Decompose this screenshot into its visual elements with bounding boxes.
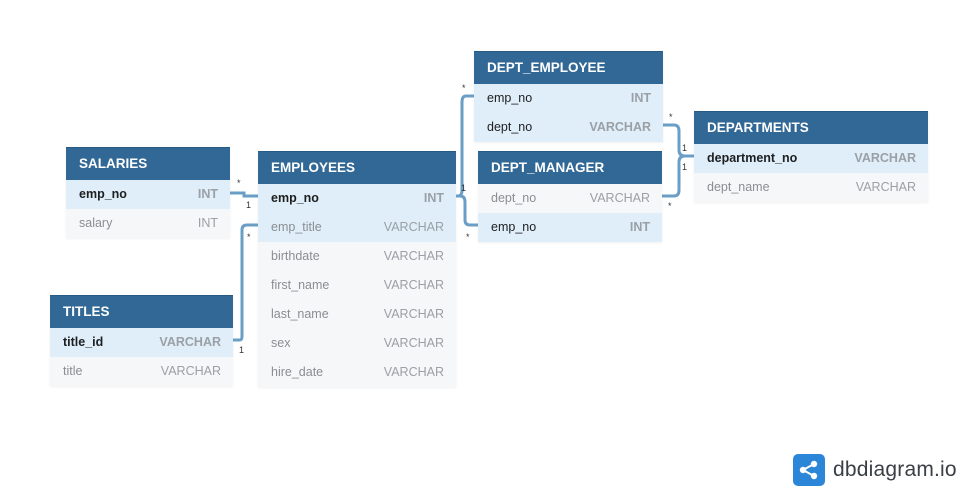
table-departments[interactable]: DEPARTMENTS department_no VARCHAR dept_n…	[694, 111, 928, 202]
table-header[interactable]: DEPT_MANAGER	[478, 151, 662, 184]
table-dept-manager[interactable]: DEPT_MANAGER dept_no VARCHAR emp_no INT	[478, 151, 662, 242]
field-name: birthdate	[271, 249, 320, 263]
card-one: 1	[682, 162, 687, 172]
card-many: *	[247, 232, 251, 242]
link-deptemployee-departments	[663, 123, 694, 158]
field-name: title_id	[63, 335, 104, 349]
field-name: emp_title	[271, 220, 322, 234]
field-name: dept_name	[707, 180, 770, 194]
table-employees[interactable]: EMPLOYEES emp_no INT emp_title VARCHAR b…	[258, 151, 456, 387]
field-name: emp_no	[79, 187, 127, 201]
field-name: sex	[271, 336, 291, 350]
field-type: INT	[197, 187, 218, 201]
table-header[interactable]: TITLES	[50, 295, 233, 328]
link-deptmanager-employees	[456, 194, 478, 227]
field-name: first_name	[271, 278, 330, 292]
table-titles[interactable]: TITLES title_id VARCHAR title VARCHAR	[50, 295, 233, 386]
field-row[interactable]: dept_no VARCHAR	[474, 113, 663, 142]
field-type: VARCHAR	[159, 335, 221, 349]
field-type: VARCHAR	[383, 336, 444, 350]
card-many: *	[462, 83, 466, 93]
field-type: VARCHAR	[383, 307, 444, 321]
field-name: emp_no	[491, 220, 537, 234]
field-row[interactable]: birthdate VARCHAR	[258, 242, 456, 271]
card-one: 1	[246, 200, 251, 210]
card-one: 1	[682, 143, 687, 153]
field-row[interactable]: emp_title VARCHAR	[258, 213, 456, 242]
card-one: 1	[461, 183, 466, 193]
field-row[interactable]: emp_no INT	[258, 184, 456, 213]
field-type: VARCHAR	[383, 249, 444, 263]
field-row[interactable]: last_name VARCHAR	[258, 300, 456, 329]
field-type: VARCHAR	[383, 220, 444, 234]
link-titles-employees	[233, 223, 258, 342]
field-type: VARCHAR	[589, 191, 650, 205]
brand-name: dbdiagram.io	[833, 458, 957, 481]
field-name: hire_date	[271, 365, 324, 379]
table-header[interactable]: EMPLOYEES	[258, 151, 456, 184]
field-row[interactable]: emp_no INT	[478, 213, 662, 242]
field-type: VARCHAR	[855, 180, 916, 194]
field-name: emp_no	[487, 91, 533, 105]
field-row[interactable]: dept_name VARCHAR	[694, 173, 928, 202]
field-type: INT	[423, 191, 444, 205]
field-row[interactable]: emp_no INT	[474, 84, 663, 113]
field-type: INT	[630, 91, 651, 105]
field-row[interactable]: department_no VARCHAR	[694, 144, 928, 173]
table-dept-employee[interactable]: DEPT_EMPLOYEE emp_no INT dept_no VARCHAR	[474, 51, 663, 142]
brand-logo[interactable]: dbdiagram.io	[793, 454, 957, 486]
field-row[interactable]: salary INT	[66, 209, 230, 238]
field-row[interactable]: title_id VARCHAR	[50, 328, 233, 357]
field-type: VARCHAR	[854, 151, 916, 165]
field-type: INT	[629, 220, 650, 234]
field-name: department_no	[707, 151, 798, 165]
card-one: 1	[239, 345, 244, 355]
card-many: *	[669, 112, 673, 122]
field-type: VARCHAR	[160, 364, 221, 378]
table-header[interactable]: DEPARTMENTS	[694, 111, 928, 144]
field-type: INT	[197, 216, 218, 230]
field-name: emp_no	[271, 191, 319, 205]
field-type: VARCHAR	[589, 120, 651, 134]
link-deptmanager-departments	[662, 154, 694, 198]
card-many: *	[237, 178, 241, 188]
field-name: salary	[79, 216, 113, 230]
field-row[interactable]: first_name VARCHAR	[258, 271, 456, 300]
table-header[interactable]: SALARIES	[66, 147, 230, 180]
field-row[interactable]: sex VARCHAR	[258, 329, 456, 358]
field-row[interactable]: dept_no VARCHAR	[478, 184, 662, 213]
share-nodes-icon	[793, 454, 825, 486]
field-type: VARCHAR	[383, 365, 444, 379]
table-header[interactable]: DEPT_EMPLOYEE	[474, 51, 663, 84]
field-type: VARCHAR	[383, 278, 444, 292]
card-many: *	[668, 201, 672, 211]
link-salaries-employees	[230, 191, 258, 198]
field-name: title	[63, 364, 83, 378]
field-name: dept_no	[491, 191, 537, 205]
field-name: last_name	[271, 307, 329, 321]
link-deptemployee-employees	[456, 94, 474, 198]
field-row[interactable]: emp_no INT	[66, 180, 230, 209]
field-row[interactable]: title VARCHAR	[50, 357, 233, 386]
field-name: dept_no	[487, 120, 533, 134]
card-many: *	[466, 232, 470, 242]
field-row[interactable]: hire_date VARCHAR	[258, 358, 456, 387]
table-salaries[interactable]: SALARIES emp_no INT salary INT	[66, 147, 230, 238]
